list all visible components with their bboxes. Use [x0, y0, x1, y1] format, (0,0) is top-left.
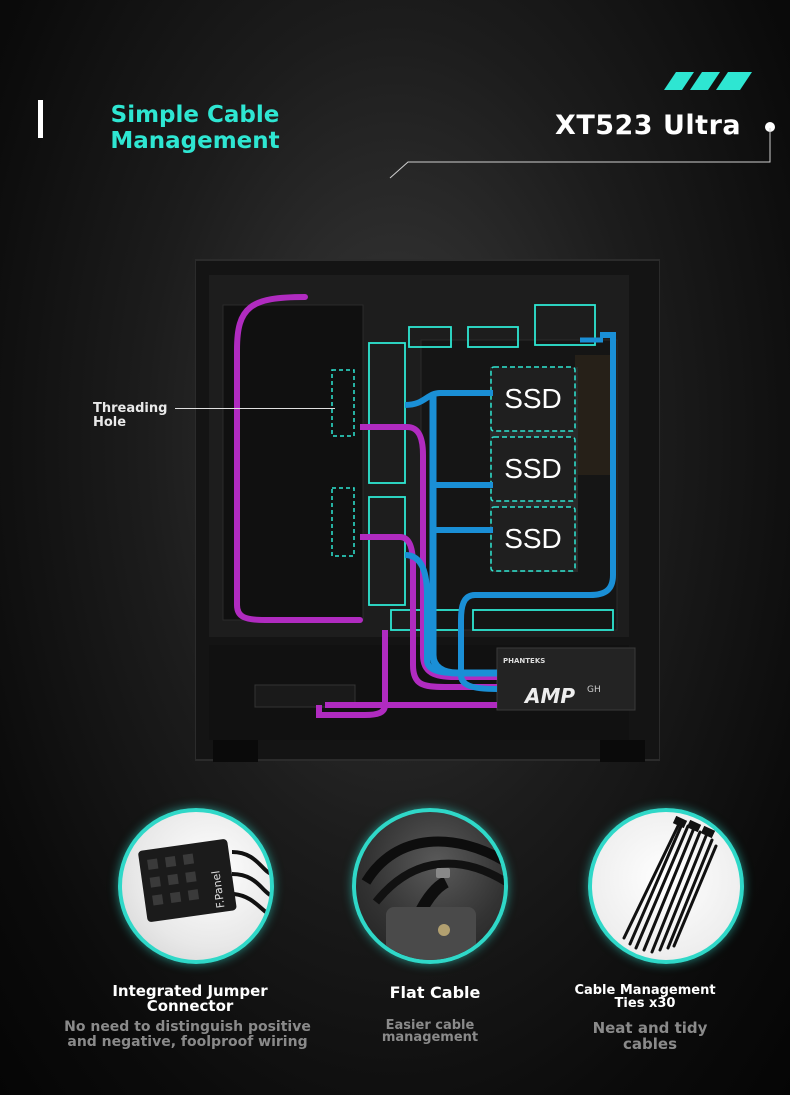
feature-2-description: Easier cable management: [381, 1018, 479, 1045]
psu-brand: PHANTEKS: [503, 657, 545, 665]
headline-line-1: Simple Cable: [110, 102, 280, 128]
flat-cable-icon: [361, 836, 504, 960]
threading-hole-text: Threading Hole: [93, 401, 168, 430]
headline-line-2: Management: [110, 128, 280, 154]
threading-hole-leader-line: [175, 408, 335, 409]
feature-cable-ties-image: [588, 808, 744, 964]
feature-2-title: Flat Cable: [389, 983, 481, 1002]
feature-3-title: Cable Management Ties x30: [574, 983, 716, 1011]
model-name: XT523 Ultra: [555, 110, 742, 141]
feature-3-description: Neat and tidy cables: [592, 1019, 708, 1053]
ssd-label-3: SSD: [504, 523, 562, 554]
jumper-connector-icon: F.Panel: [138, 839, 270, 922]
stripes-decoration: [664, 72, 752, 90]
cable-ties-icon: [622, 815, 718, 954]
psu-model: AMP: [523, 684, 575, 708]
header-accent-bar: [38, 100, 43, 138]
feature-flat-cable-image: [352, 808, 508, 964]
feature-1-description: No need to distinguish positive and nega…: [64, 1019, 311, 1050]
threading-hole-callout: Threading Hole: [93, 402, 167, 430]
ssd-label-2: SSD: [504, 453, 562, 484]
f-panel-label: F.Panel: [209, 870, 227, 909]
header-lead-line: [389, 128, 771, 179]
headline: Simple Cable Management: [80, 102, 310, 154]
model-dot: [765, 122, 775, 132]
feature-jumper-image: F.Panel: [118, 808, 274, 964]
ssd-label-1: SSD: [504, 383, 562, 414]
psu-model-suffix: GH: [587, 685, 601, 695]
feature-1-title: Integrated Jumper Connector: [112, 982, 268, 1015]
case-diagram: SSD SSD SSD PHANTEKS AMP GH: [195, 259, 660, 762]
